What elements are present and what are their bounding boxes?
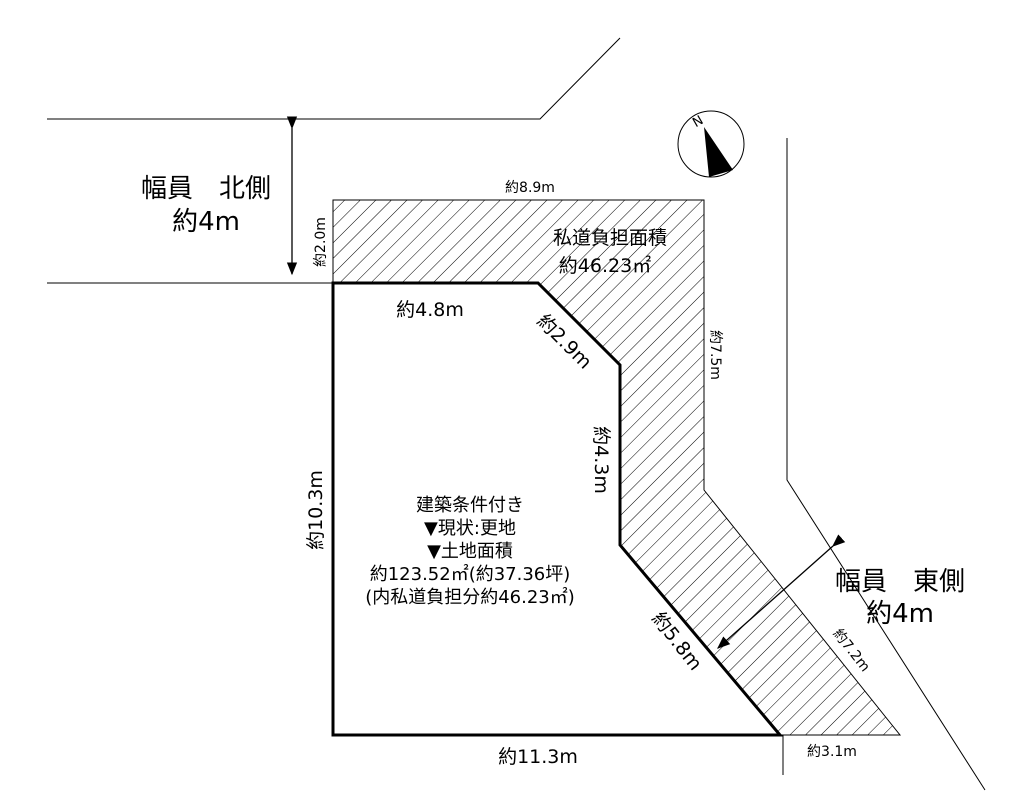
north-road-title: 幅員 北側 — [141, 174, 271, 204]
east-road-edge — [786, 138, 986, 791]
east-road-width: 約4m — [866, 599, 934, 629]
dim-inner-top: 約4.8m — [396, 299, 464, 321]
private-road-area-label: 約46.23㎡ — [559, 254, 651, 277]
dim-top: 約8.9m — [505, 180, 555, 196]
plot-boundary — [331, 281, 784, 737]
dim-right-top: 約7.5m — [707, 330, 723, 380]
plot-condition: 建築条件付き — [416, 495, 524, 516]
dim-left: 約10.3m — [305, 470, 327, 550]
compass-icon: N — [677, 110, 745, 178]
plot-private-road-share: (内私道負担分約46.23㎡) — [365, 586, 575, 608]
north-road-width: 約4m — [172, 207, 240, 237]
plot-info: 建築条件付き ▼現状:更地 ▼土地面積 約123.52㎡(約37.36坪) (内… — [365, 495, 575, 608]
north-road-edge — [47, 37, 621, 120]
plot-area: 約123.52㎡(約37.36坪) — [370, 563, 571, 585]
dim-bottom: 約11.3m — [498, 746, 578, 768]
dim-inner-right: 約4.3m — [590, 426, 612, 494]
plot-area-heading: ▼土地面積 — [427, 541, 513, 562]
private-road-title: 私道負担面積 — [553, 227, 667, 249]
dim-bottom-right: 約3.1m — [807, 744, 857, 760]
plot-status: ▼現状:更地 — [424, 518, 516, 539]
east-road-title: 幅員 東側 — [835, 567, 965, 597]
dim-left-top: 約2.0m — [313, 217, 329, 267]
